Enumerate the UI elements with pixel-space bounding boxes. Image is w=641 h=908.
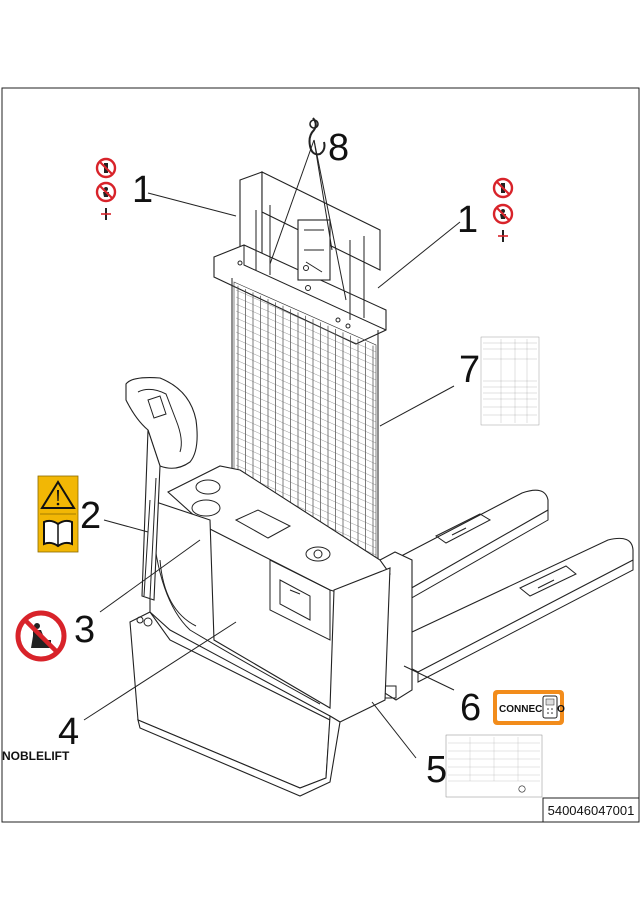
tiller-handle [125, 377, 198, 627]
callout-8: 8 [328, 127, 349, 169]
warning-manual-sticker [37, 475, 79, 553]
callout-4: 4 [58, 711, 79, 753]
no-stepping-sticker [15, 610, 67, 662]
ce-mark-icon [518, 785, 526, 793]
callout-6: 6 [460, 687, 481, 729]
lifting-hook-icon [269, 117, 347, 301]
drawing-frame [1, 87, 640, 823]
mast-safety-mesh [233, 281, 377, 563]
no-person-under-load-icon [95, 157, 117, 179]
brand-logo: NOBLELIFT [2, 749, 70, 763]
part-number-box [542, 797, 640, 823]
read-manual-book-icon [43, 519, 73, 548]
no-riding-on-truck-icon [492, 203, 514, 225]
prohibition-sticker-right [492, 177, 514, 242]
connect-to-label: CONNECT TO [499, 704, 565, 715]
callout-2: 2 [80, 495, 101, 537]
part-number: 540046047001 [548, 803, 635, 818]
callout-7: 7 [459, 349, 480, 391]
callout-5: 5 [426, 749, 447, 791]
diagnostic-device-icon [542, 695, 558, 719]
pinch-point-icon [101, 208, 111, 220]
pinch-point-icon [498, 230, 508, 242]
callout-3: 3 [74, 609, 95, 651]
warning-triangle-icon [40, 480, 76, 509]
load-capacity-chart [480, 336, 540, 426]
truck-body [129, 465, 391, 797]
mast [213, 171, 387, 563]
leader-lines [83, 192, 461, 759]
no-person-under-load-icon [492, 177, 514, 199]
nameplate [445, 734, 543, 798]
prohibition-sticker-left [95, 157, 117, 220]
callout-1-right: 1 [457, 199, 478, 241]
callout-1-left: 1 [132, 169, 153, 211]
brand-logo-text: NOBLELIFT [2, 749, 70, 763]
fork-left [394, 537, 634, 683]
no-riding-on-truck-icon [95, 181, 117, 203]
connect-to-sticker: CONNECT TO [493, 690, 565, 725]
